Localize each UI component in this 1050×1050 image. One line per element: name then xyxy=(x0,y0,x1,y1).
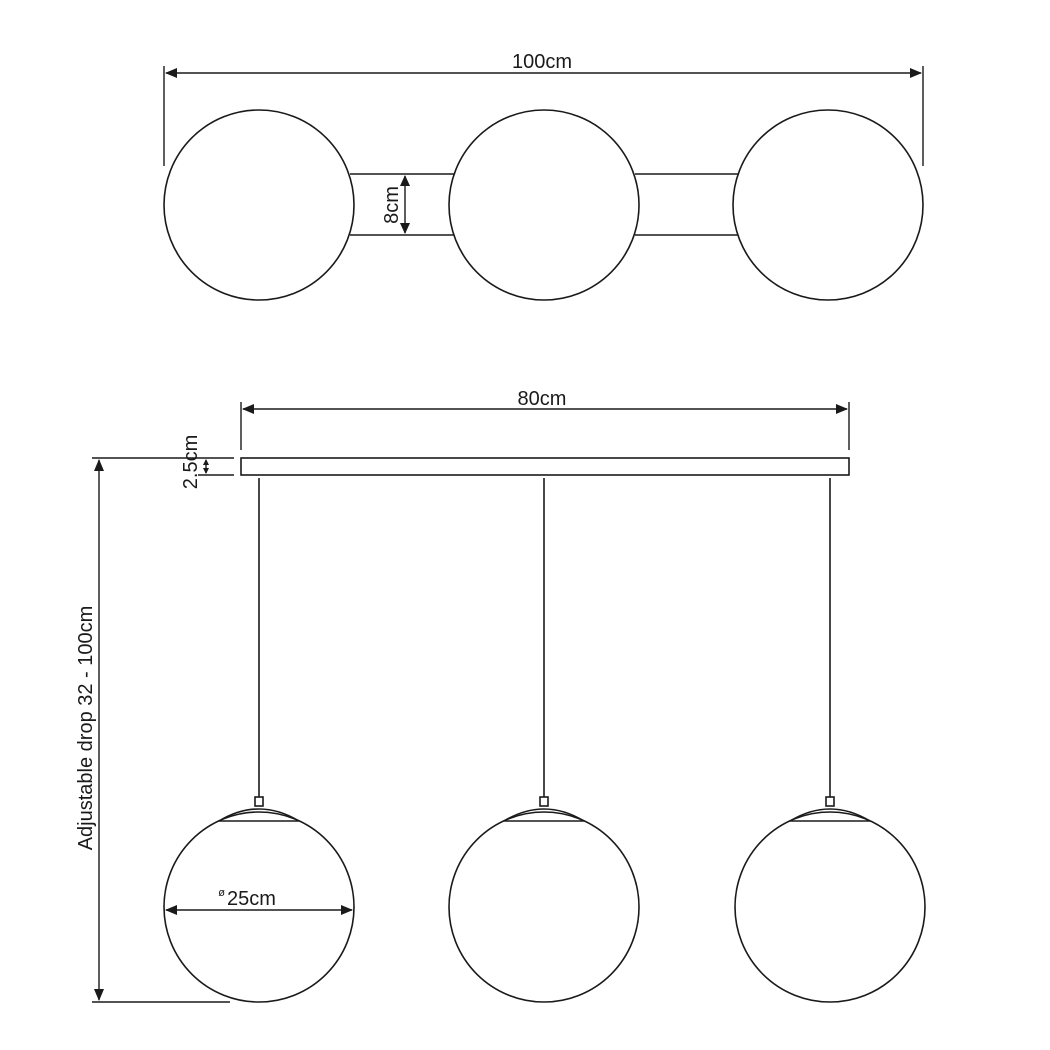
pendant-fitting xyxy=(254,796,264,807)
globe-cap xyxy=(216,808,302,822)
overall-width-label: 100cm xyxy=(512,51,572,73)
canopy-height-label: 2.5cm xyxy=(180,435,202,489)
top-view: 100cm 8cm xyxy=(163,51,924,301)
pendant-fitting xyxy=(539,796,549,807)
drop-arrow-top xyxy=(94,459,104,471)
bar-width-arrow-top xyxy=(400,175,410,186)
canopy-height-arrow-bottom xyxy=(203,468,209,474)
pendant-middle xyxy=(448,478,640,1003)
canopy-length-arrow-left xyxy=(242,404,254,414)
top-globe-left xyxy=(163,109,355,301)
drop-label: Adjustable drop 32 - 100cm xyxy=(75,606,97,851)
top-globe-middle xyxy=(448,109,640,301)
diameter-arrow-right xyxy=(341,905,353,915)
diameter-arrow-left xyxy=(165,905,177,915)
pendant-left xyxy=(163,478,355,1003)
side-view: 80cm 2.5cm Adjustable drop 32 - 100cm xyxy=(75,388,926,1003)
top-globe-right xyxy=(732,109,924,301)
pendant-globe xyxy=(448,811,640,1003)
canopy-length-label: 80cm xyxy=(518,388,567,410)
canopy xyxy=(240,457,850,476)
bar-width-label: 8cm xyxy=(381,186,403,224)
bar-width-arrow-bottom xyxy=(400,223,410,234)
globe-cap xyxy=(501,808,587,822)
overall-width-arrow-right xyxy=(910,68,922,78)
diameter-symbol: ø xyxy=(218,887,225,899)
overall-width-arrow-left xyxy=(165,68,177,78)
globe-cap xyxy=(787,808,873,822)
pendant-globe xyxy=(734,811,926,1003)
pendant-right xyxy=(734,478,926,1003)
drop-arrow-bottom xyxy=(94,989,104,1001)
pendant-fitting xyxy=(825,796,835,807)
pendant-globe xyxy=(163,811,355,1003)
canopy-length-arrow-right xyxy=(836,404,848,414)
canopy-height-arrow-top xyxy=(203,459,209,465)
diameter-label: 25cm xyxy=(227,888,276,910)
